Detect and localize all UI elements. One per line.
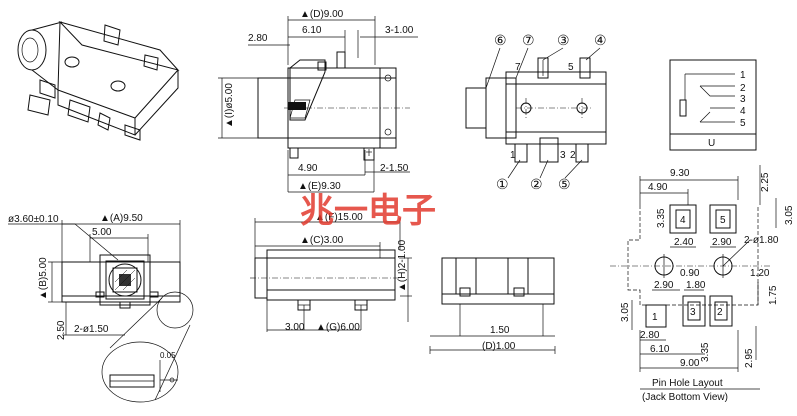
width-dim: ▲(D)9.00 bbox=[300, 9, 344, 20]
schematic-pin-5: 5 bbox=[740, 118, 746, 129]
detail-dim: 0.05 bbox=[160, 351, 176, 360]
pin-layout-center-dim-1: 0.90 bbox=[680, 268, 700, 279]
end-view: 1.50 (D)1.00 bbox=[429, 257, 556, 354]
pin-dim: 2-ø1.50 bbox=[74, 324, 109, 335]
pin-layout-lower-left-dim-1: 3.05 bbox=[620, 302, 631, 322]
right-dim: 3-1.00 bbox=[385, 25, 414, 36]
inner-dim: 6.10 bbox=[302, 25, 322, 36]
bottom-side-view: ▲(F)15.00 ▲(C)3.00 ▲(H)2-1.00 3.00 ▲(G)6… bbox=[250, 212, 412, 333]
pin-layout-caption-2: (Jack Bottom View) bbox=[642, 392, 728, 403]
pin-layout-middle-dim-2: 2-ø1.80 bbox=[744, 235, 779, 246]
isometric-view bbox=[17, 21, 180, 141]
inner-dim: 5.00 bbox=[92, 227, 112, 238]
pin-layout-left-dim-1: 3.35 bbox=[656, 208, 667, 228]
watermark: 兆一电子 bbox=[300, 191, 436, 231]
width-dim: 1.50 bbox=[490, 325, 510, 336]
height-dim: ▲(H)2-1.00 bbox=[397, 239, 408, 292]
pin-layout-lower-dim-1: 2.90 bbox=[654, 280, 674, 291]
schematic-symbol: U 1 2 3 4 5 bbox=[669, 59, 757, 151]
bottom-right-dim: 2-1.50 bbox=[380, 163, 409, 174]
right-dim: ▲(G)6.00 bbox=[316, 322, 360, 333]
pin-layout-bottom-dim: 9.00 bbox=[680, 358, 700, 369]
pin-layout-right-bottom-dim: 2.95 bbox=[744, 348, 755, 368]
pin-layout-center-dim-2: 1.20 bbox=[750, 268, 770, 279]
bottom-left-dim: 4.90 bbox=[298, 163, 318, 174]
pin-number-3: 3 bbox=[560, 150, 566, 161]
bottom-dim: (D)1.00 bbox=[482, 341, 516, 352]
pin-height-dim: 2.50 bbox=[56, 320, 67, 340]
schematic-label: U bbox=[708, 138, 715, 149]
bottom-dim: ▲(E)9.30 bbox=[298, 181, 341, 192]
height-dim: ▲(B)5.00 bbox=[38, 257, 49, 300]
callout-7: ⑦ bbox=[522, 32, 535, 48]
pin-layout-top-dim-2: 4.90 bbox=[648, 182, 668, 193]
pin-number-1: 1 bbox=[510, 150, 516, 161]
pin-number-7: 7 bbox=[515, 62, 521, 73]
pad-label-5: 5 bbox=[720, 215, 726, 226]
pin-number-5: 5 bbox=[568, 62, 574, 73]
jack-dim: ▲(C)3.00 bbox=[300, 235, 344, 246]
width-dim: ▲(A)9.50 bbox=[100, 213, 143, 224]
callout-2: ② bbox=[530, 176, 543, 192]
front-view: ø3.60±0.10 ▲(A)9.50 5.00 ▲(B)5.00 2.50 bbox=[8, 213, 194, 403]
top-plan-view: ⑥ ⑦ ③ ④ ① ② ⑤ 7 5 1 3 2 bbox=[465, 32, 607, 192]
pin-hole-layout: 9.30 4.90 2.25 3.05 4 5 3.35 2.40 2.90 2… bbox=[610, 165, 795, 403]
pad-label-3: 3 bbox=[690, 307, 696, 318]
length-dim: ▲(F)15.00 bbox=[315, 212, 363, 223]
pin-layout-lower-left-dim-4: 3.35 bbox=[700, 342, 711, 362]
pin-number-2: 2 bbox=[570, 150, 576, 161]
schematic-pin-2: 2 bbox=[740, 83, 746, 94]
top-side-view: ▲(D)9.00 6.10 2.80 3-1.00 ▲(I)ø5.00 bbox=[218, 9, 418, 193]
schematic-pin-4: 4 bbox=[740, 106, 746, 117]
hole-dim: ø3.60±0.10 bbox=[8, 214, 59, 225]
pin-layout-right-dim-2: 3.05 bbox=[784, 205, 795, 225]
pin-layout-lower-left-dim-2: 2.80 bbox=[640, 330, 660, 341]
pad-label-4: 4 bbox=[680, 215, 686, 226]
pin-layout-caption-1: Pin Hole Layout bbox=[652, 378, 723, 389]
schematic-pin-3: 3 bbox=[740, 94, 746, 105]
pin-layout-left-dim-2: 2.40 bbox=[674, 237, 694, 248]
callout-4: ④ bbox=[594, 32, 607, 48]
pad-label-1: 1 bbox=[652, 312, 658, 323]
schematic-pin-1: 1 bbox=[740, 70, 746, 81]
pin-layout-lower-dim-3: 1.75 bbox=[768, 285, 779, 305]
pin-layout-middle-dim-1: 2.90 bbox=[712, 237, 732, 248]
callout-1: ① bbox=[496, 176, 509, 192]
callout-3: ③ bbox=[557, 32, 570, 48]
pin-layout-lower-dim-2: 1.80 bbox=[686, 280, 706, 291]
left-dim: 2.80 bbox=[248, 33, 268, 44]
pad-label-2: 2 bbox=[717, 307, 723, 318]
pin-layout-top-dim-1: 9.30 bbox=[670, 168, 690, 179]
pin-layout-right-dim-1: 2.25 bbox=[760, 172, 771, 192]
left-dim: 3.00 bbox=[285, 322, 305, 333]
callout-5: ⑤ bbox=[558, 176, 571, 192]
callout-6: ⑥ bbox=[494, 32, 507, 48]
pin-layout-lower-left-dim-3: 6.10 bbox=[650, 344, 670, 355]
height-dim: ▲(I)ø5.00 bbox=[224, 83, 235, 128]
